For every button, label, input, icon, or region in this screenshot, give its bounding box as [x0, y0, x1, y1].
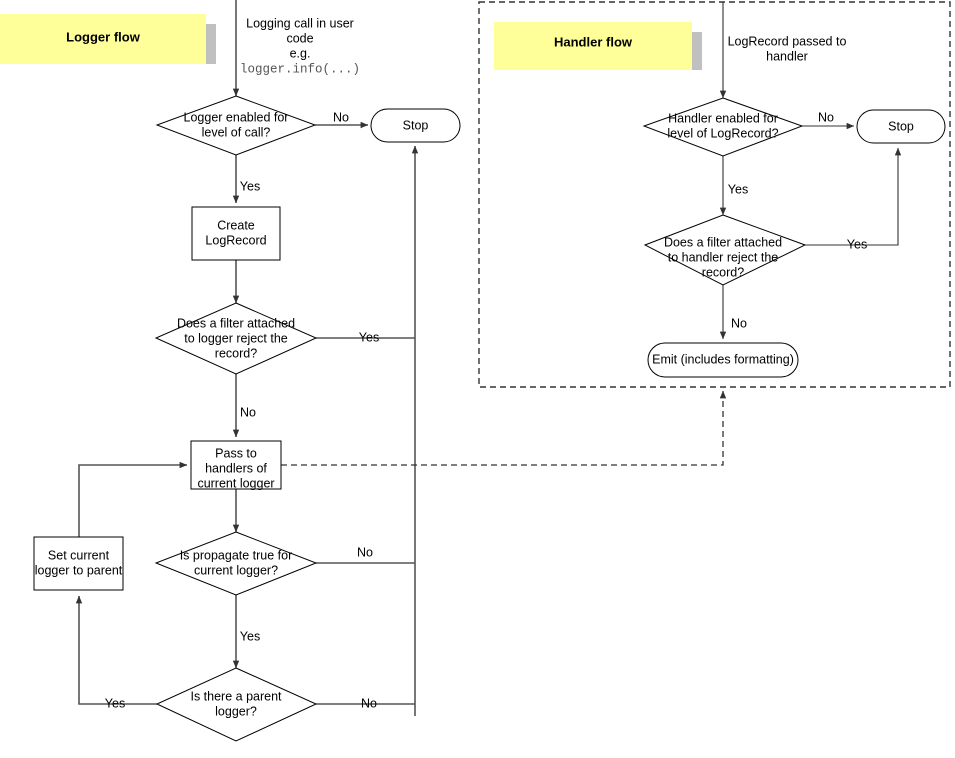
node-handler-filter-line3: record?	[702, 265, 744, 279]
node-is-propagate-line1: Is propagate true for	[180, 548, 293, 562]
node-handler-stop-shape[interactable]	[856, 109, 946, 144]
edge-label-handler-filter-no: No	[731, 316, 747, 330]
edge-label-logger-filter-no: No	[240, 405, 256, 419]
node-logger-enabled-line1: Logger enabled for	[184, 110, 289, 124]
edge-label-has-parent-yes: Yes	[105, 696, 125, 710]
node-pass-to-handlers-line3: current logger	[197, 476, 274, 490]
node-handler-filter-line1: Does a filter attached	[664, 235, 782, 249]
logging-call-annotation-line3: e.g.	[290, 46, 311, 60]
node-create-logrecord[interactable]: Create LogRecord	[191, 206, 281, 261]
logger-flow-banner-label: Logger flow	[66, 29, 141, 44]
edge-label-handler-filter-yes: Yes	[847, 237, 867, 251]
node-logger-filter-line3: record?	[215, 346, 257, 360]
node-emit[interactable]: Emit (includes formatting)	[647, 342, 799, 378]
node-logger-enabled[interactable]: Logger enabled for level of call?	[155, 95, 317, 156]
edge-label-has-parent-no: No	[361, 696, 377, 710]
logger-flow-banner: Logger flow	[0, 14, 216, 64]
edge-label-logger-enabled-no: No	[333, 110, 349, 124]
logrecord-passed-annotation-line2: handler	[766, 49, 808, 63]
node-create-logrecord-shape[interactable]	[191, 206, 281, 261]
node-has-parent-logger[interactable]: Is there a parent logger?	[155, 667, 318, 742]
edge-set-parent-to-pass	[78, 461, 188, 537]
node-is-propagate-line2: current logger?	[194, 563, 278, 577]
edge-label-logger-enabled-yes: Yes	[240, 179, 260, 193]
logging-call-annotation-code: logger.info(...)	[240, 62, 360, 76]
edge-label-handler-enabled-no: No	[818, 110, 834, 124]
node-pass-to-handlers-shape[interactable]	[190, 440, 282, 490]
logrecord-passed-annotation-line1: LogRecord passed to	[728, 34, 847, 48]
edge-label-propagate-yes: Yes	[240, 629, 260, 643]
node-handler-filter-line2: to handler reject the	[668, 250, 779, 264]
node-is-propagate-shape[interactable]	[154, 531, 318, 596]
node-logger-enabled-shape[interactable]	[155, 95, 317, 156]
node-set-current-logger-to-parent-line2: logger to parent	[35, 563, 123, 577]
node-create-logrecord-line2: LogRecord	[205, 233, 266, 247]
node-emit-label: Emit (includes formatting)	[652, 352, 794, 366]
node-emit-shape[interactable]	[647, 342, 799, 378]
edge-pass-to-handler-flow-dashed	[281, 390, 727, 466]
node-handler-stop[interactable]: Stop	[856, 109, 946, 144]
node-logger-stop-shape[interactable]	[370, 108, 461, 143]
node-logger-stop[interactable]: Stop	[370, 108, 461, 143]
node-logger-stop-label: Stop	[403, 118, 429, 132]
logging-call-annotation-line2: code	[286, 31, 313, 45]
edge-label-handler-enabled-yes: Yes	[728, 182, 748, 196]
handler-flow-group-box	[478, 1, 951, 388]
handler-flow-banner-fill	[494, 22, 692, 70]
node-logger-enabled-line2: level of call?	[202, 125, 271, 139]
node-has-parent-logger-shape[interactable]	[155, 667, 318, 742]
node-is-propagate[interactable]: Is propagate true for current logger?	[154, 531, 318, 596]
node-logger-filter-line1: Does a filter attached	[177, 316, 295, 330]
node-logger-filter-line2: to logger reject the	[184, 331, 288, 345]
logger-flow-banner-fill	[0, 14, 206, 64]
node-pass-to-handlers[interactable]: Pass to handlers of current logger	[190, 440, 282, 490]
node-pass-to-handlers-line2: handlers of	[205, 461, 267, 475]
node-handler-enabled-line2: level of LogRecord?	[667, 126, 778, 140]
node-logger-filter-shape[interactable]	[154, 302, 318, 375]
node-set-current-logger-to-parent-shape[interactable]	[33, 536, 124, 591]
edge-has-parent-yes-to-set-parent	[75, 595, 157, 705]
node-pass-to-handlers-line1: Pass to	[215, 446, 257, 460]
node-has-parent-logger-line2: logger?	[215, 704, 257, 718]
node-handler-enabled[interactable]: Handler enabled for level of LogRecord?	[642, 97, 804, 157]
handler-flow-banner: Handler flow	[494, 22, 702, 70]
edge-handler-filter-yes-to-stop	[805, 147, 902, 246]
node-has-parent-logger-line1: Is there a parent	[190, 689, 282, 703]
node-set-current-logger-to-parent[interactable]: Set current logger to parent	[33, 536, 124, 591]
node-create-logrecord-line1: Create	[217, 218, 255, 232]
edge-label-logger-filter-yes: Yes	[359, 330, 379, 344]
handler-flow-banner-label: Handler flow	[554, 34, 633, 49]
node-handler-enabled-line1: Handler enabled for	[668, 111, 778, 125]
edge-label-propagate-no: No	[357, 545, 373, 559]
node-handler-stop-label: Stop	[888, 119, 914, 133]
logging-call-annotation: Logging call in user code e.g. logger.in…	[240, 16, 360, 76]
node-logger-filter[interactable]: Does a filter attached to logger reject …	[154, 302, 318, 375]
logging-call-annotation-line1: Logging call in user	[246, 16, 354, 30]
node-set-current-logger-to-parent-line1: Set current	[48, 548, 110, 562]
node-handler-filter-shape[interactable]	[643, 214, 807, 286]
node-handler-enabled-shape[interactable]	[642, 97, 804, 157]
logrecord-passed-annotation: LogRecord passed to handler	[728, 34, 847, 63]
node-handler-filter[interactable]: Does a filter attached to handler reject…	[643, 214, 807, 286]
